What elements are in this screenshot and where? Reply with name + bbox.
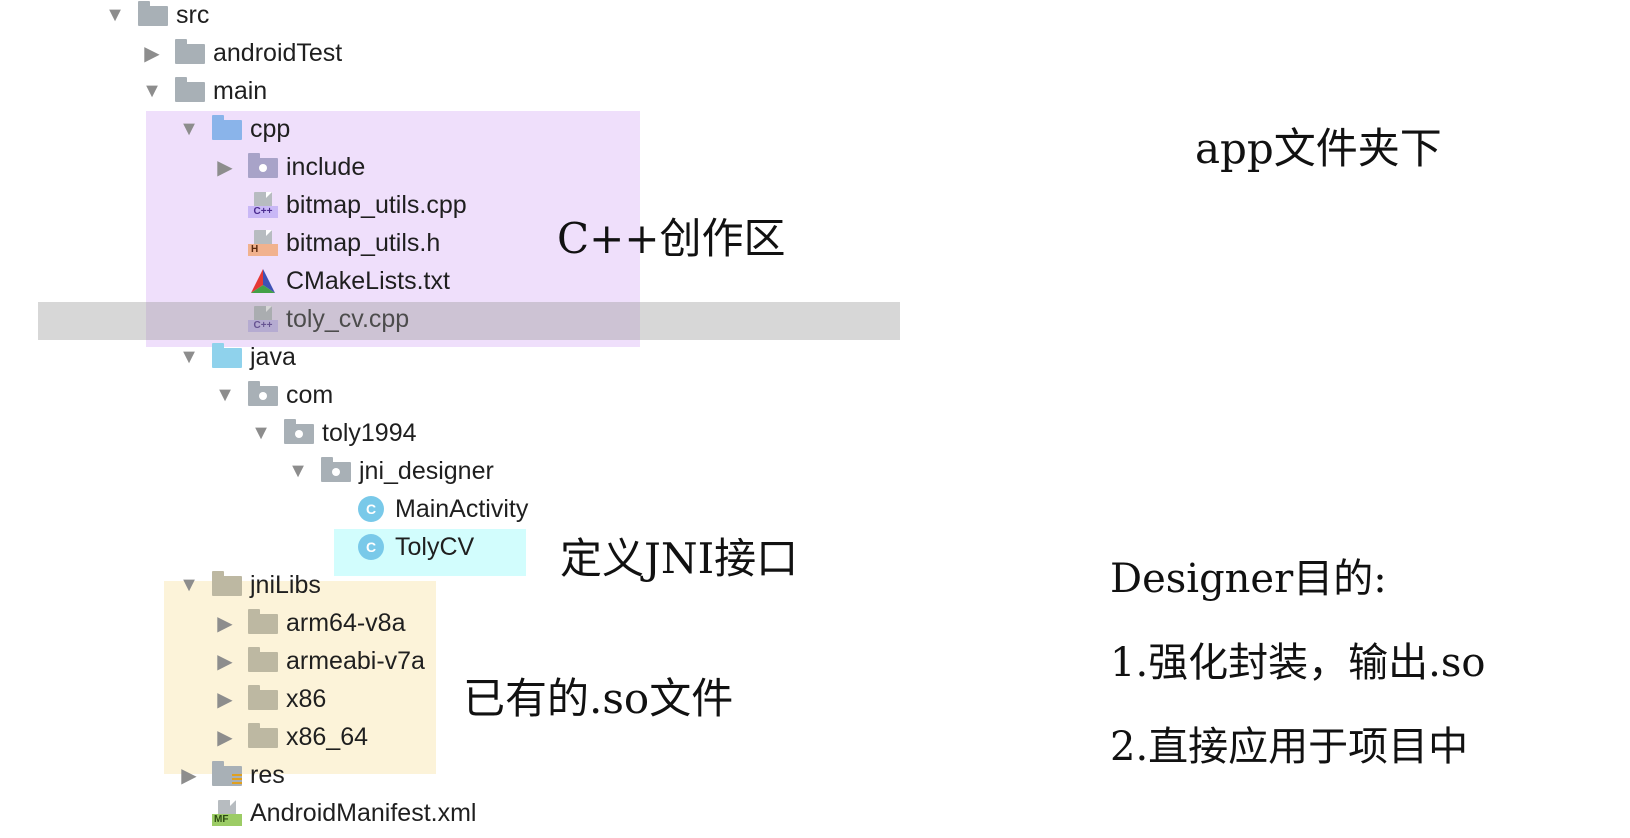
source-folder-icon <box>212 115 242 142</box>
tree-item-com[interactable]: ▼ com <box>210 376 333 414</box>
class-icon: C <box>357 496 387 522</box>
folder-icon <box>248 647 278 674</box>
tree-item-cmakelists[interactable]: CMakeLists.txt <box>210 262 450 300</box>
tree-item-toly-cv-cpp[interactable]: C++ toly_cv.cpp <box>210 300 409 338</box>
chevron-down-icon[interactable]: ▼ <box>142 79 162 102</box>
chevron-right-icon[interactable]: ▶ <box>217 156 233 179</box>
tree-label: java <box>250 342 296 371</box>
selected-row-highlight <box>38 302 900 340</box>
chevron-right-icon[interactable]: ▶ <box>144 42 160 65</box>
tree-label: jniLibs <box>250 570 321 599</box>
tree-label: cpp <box>250 114 291 143</box>
tree-item-mainactivity[interactable]: C MainActivity <box>319 490 528 528</box>
manifest-file-icon: MF <box>212 800 242 826</box>
tree-label: androidTest <box>213 38 343 67</box>
package-folder-icon <box>248 153 278 180</box>
folder-icon <box>138 1 168 28</box>
tree-item-jni-designer[interactable]: ▼ jni_designer <box>283 452 494 490</box>
tree-label: TolyCV <box>395 532 475 561</box>
jnilibs-highlight <box>164 581 436 774</box>
chevron-right-icon[interactable]: ▶ <box>181 764 197 787</box>
tree-label: bitmap_utils.cpp <box>286 190 467 219</box>
tree-item-tolycv[interactable]: C TolyCV <box>319 528 474 566</box>
folder-icon <box>248 609 278 636</box>
tree-item-manifest[interactable]: MF AndroidManifest.xml <box>174 794 476 832</box>
tree-item-java[interactable]: ▼ java <box>174 338 296 376</box>
folder-icon <box>248 685 278 712</box>
chevron-down-icon[interactable]: ▼ <box>288 459 308 482</box>
annotation-app-folder: app文件夹下 <box>1195 124 1442 173</box>
tree-label: MainActivity <box>395 494 529 523</box>
tree-item-src[interactable]: ▼ src <box>100 0 209 34</box>
tree-item-include[interactable]: ▶ include <box>210 148 365 186</box>
annotation-jni-interface: 定义JNI接口 <box>560 534 799 583</box>
tree-label: include <box>286 152 366 181</box>
cpp-area-highlight <box>146 111 640 347</box>
chevron-down-icon[interactable]: ▼ <box>179 573 199 596</box>
tree-label: x86 <box>286 684 327 713</box>
tree-item-x86[interactable]: ▶ x86 <box>210 680 326 718</box>
tree-item-androidtest[interactable]: ▶ androidTest <box>137 34 342 72</box>
tree-item-toly1994[interactable]: ▼ toly1994 <box>246 414 417 452</box>
chevron-right-icon[interactable]: ▶ <box>217 612 233 635</box>
chevron-right-icon[interactable]: ▶ <box>217 726 233 749</box>
annotation-goal-2: 2.直接应用于项目中 <box>1110 724 1469 770</box>
tree-item-bitmap-utils-h[interactable]: H bitmap_utils.h <box>210 224 440 262</box>
folder-icon <box>212 571 242 598</box>
tree-label: toly_cv.cpp <box>286 304 410 333</box>
chevron-right-icon[interactable]: ▶ <box>217 688 233 711</box>
tree-label: res <box>250 760 285 789</box>
annotation-goal-1: 1.强化封装，输出.so <box>1110 640 1486 686</box>
annotation-cpp-area: C++创作区 <box>557 214 786 263</box>
source-folder-icon <box>212 343 242 370</box>
tree-label: AndroidManifest.xml <box>250 798 477 827</box>
chevron-down-icon[interactable]: ▼ <box>251 421 271 444</box>
chevron-right-icon[interactable]: ▶ <box>217 650 233 673</box>
tree-label: arm64-v8a <box>286 608 406 637</box>
annotation-existing-so: 已有的.so文件 <box>463 674 734 723</box>
class-icon: C <box>357 534 387 560</box>
tree-label: com <box>286 380 334 409</box>
tree-item-cpp[interactable]: ▼ cpp <box>174 110 290 148</box>
cpp-file-icon: C++ <box>248 192 278 218</box>
cmake-icon <box>248 268 278 294</box>
tree-item-armeabi-v7a[interactable]: ▶ armeabi-v7a <box>210 642 425 680</box>
tree-item-jnilibs[interactable]: ▼ jniLibs <box>174 566 321 604</box>
tree-label: toly1994 <box>322 418 417 447</box>
tree-label: jni_designer <box>359 456 494 485</box>
tree-item-res[interactable]: ▶ res <box>174 756 285 794</box>
tree-item-x86-64[interactable]: ▶ x86_64 <box>210 718 368 756</box>
package-folder-icon <box>321 457 351 484</box>
resource-folder-icon <box>212 761 242 788</box>
tree-item-main[interactable]: ▼ main <box>137 72 267 110</box>
header-file-icon: H <box>248 230 278 256</box>
package-folder-icon <box>248 381 278 408</box>
tree-label: armeabi-v7a <box>286 646 425 675</box>
folder-icon <box>175 77 205 104</box>
tree-item-bitmap-utils-cpp[interactable]: C++ bitmap_utils.cpp <box>210 186 467 224</box>
tree-label: x86_64 <box>286 722 369 751</box>
tree-label: bitmap_utils.h <box>286 228 441 257</box>
tree-label: src <box>176 0 210 29</box>
tree-label: CMakeLists.txt <box>286 266 450 295</box>
chevron-down-icon[interactable]: ▼ <box>179 117 199 140</box>
tree-item-arm64-v8a[interactable]: ▶ arm64-v8a <box>210 604 406 642</box>
cpp-file-icon: C++ <box>248 306 278 332</box>
tree-label: main <box>213 76 268 105</box>
folder-icon <box>248 723 278 750</box>
package-folder-icon <box>284 419 314 446</box>
chevron-down-icon[interactable]: ▼ <box>215 383 235 406</box>
folder-icon <box>175 39 205 66</box>
annotation-designer-goal: Designer目的: <box>1110 556 1387 602</box>
chevron-down-icon[interactable]: ▼ <box>179 345 199 368</box>
chevron-down-icon[interactable]: ▼ <box>105 3 125 26</box>
